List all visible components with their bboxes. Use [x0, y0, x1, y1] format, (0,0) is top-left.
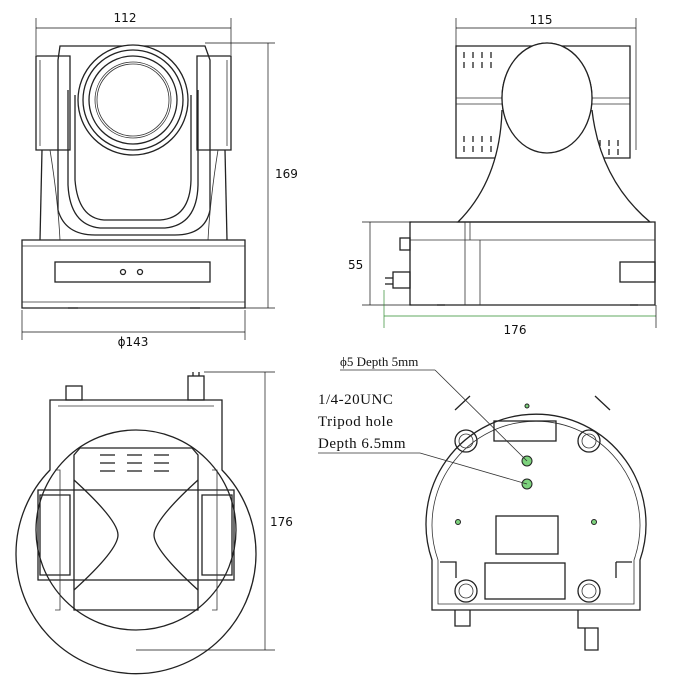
top-depth-label: 176	[270, 515, 293, 529]
front-width-label: 112	[114, 11, 137, 25]
side-view: 115	[348, 13, 657, 337]
front-height-label: 169	[275, 167, 298, 181]
base-diameter-label: ϕ143	[118, 335, 149, 349]
bottom-view	[318, 369, 647, 651]
mounting-hole	[454, 429, 601, 603]
hole-depth-label: ϕ5 Depth 5mm	[340, 354, 418, 369]
side-height-label: 55	[348, 258, 363, 272]
side-depth-label: 176	[504, 323, 527, 337]
front-view: 112 169	[21, 11, 298, 349]
top-view: 176	[15, 371, 293, 675]
tripod-label-line1: 1/4-20UNC	[318, 392, 393, 408]
tripod-label-line3: Depth 6.5mm	[318, 436, 406, 452]
side-width-label: 115	[530, 13, 553, 27]
tripod-label-line2: Tripod hole	[318, 414, 393, 430]
